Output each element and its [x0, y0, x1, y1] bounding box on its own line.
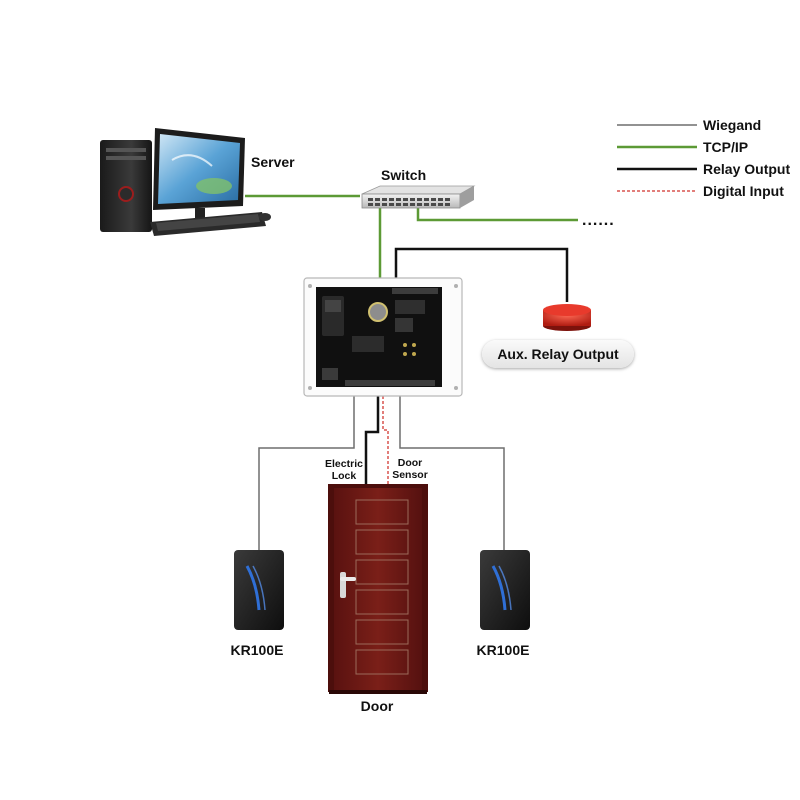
- network-ellipsis: ......: [582, 212, 615, 229]
- server: Server: [100, 128, 295, 236]
- wiegand-left-reader: [258, 396, 355, 550]
- reader-right: KR100E: [477, 550, 530, 658]
- connections: [245, 194, 578, 550]
- switch-top: [361, 185, 476, 195]
- legend: Wiegand TCP/IP Relay Output Digital Inpu…: [617, 117, 790, 199]
- reader-left: KR100E: [231, 550, 284, 658]
- switch-label: Switch: [381, 167, 426, 183]
- relay-electric-lock: [364, 396, 380, 486]
- door: Door: [328, 484, 428, 714]
- legend-tcpip-label: TCP/IP: [703, 139, 748, 155]
- legend-digital-label: Digital Input: [703, 183, 784, 199]
- reader-left-label: KR100E: [231, 642, 284, 658]
- aux-relay-output-label: Aux. Relay Output: [482, 340, 634, 368]
- reader-left-body: [234, 550, 284, 630]
- access-controller: [303, 277, 463, 397]
- digital-door-sensor: [382, 396, 389, 486]
- relay-controller-aux: [394, 247, 569, 302]
- legend-relay-label: Relay Output: [703, 161, 790, 177]
- electric-lock-label-1: Electric: [325, 458, 363, 470]
- wiegand-right-reader: [399, 396, 505, 550]
- network-switch: Switch: [361, 167, 476, 209]
- server-mouse: [259, 213, 271, 221]
- server-label: Server: [251, 154, 295, 170]
- alarm-top: [543, 304, 591, 316]
- server-power-button: [118, 186, 134, 202]
- reader-right-label: KR100E: [477, 642, 530, 658]
- tcpip-switch-network: [416, 208, 578, 222]
- door-handle: [340, 577, 356, 581]
- door-label: Door: [361, 698, 394, 714]
- reader-right-body: [480, 550, 530, 630]
- electric-lock-label-2: Lock: [332, 470, 357, 482]
- server-screen: [158, 134, 240, 204]
- aux-alarm: [543, 304, 591, 331]
- door-handle-plate: [340, 572, 346, 598]
- door-sensor-label-1: Door: [398, 457, 423, 469]
- door-sensor-label-2: Sensor: [392, 469, 428, 481]
- legend-wiegand-label: Wiegand: [703, 117, 761, 133]
